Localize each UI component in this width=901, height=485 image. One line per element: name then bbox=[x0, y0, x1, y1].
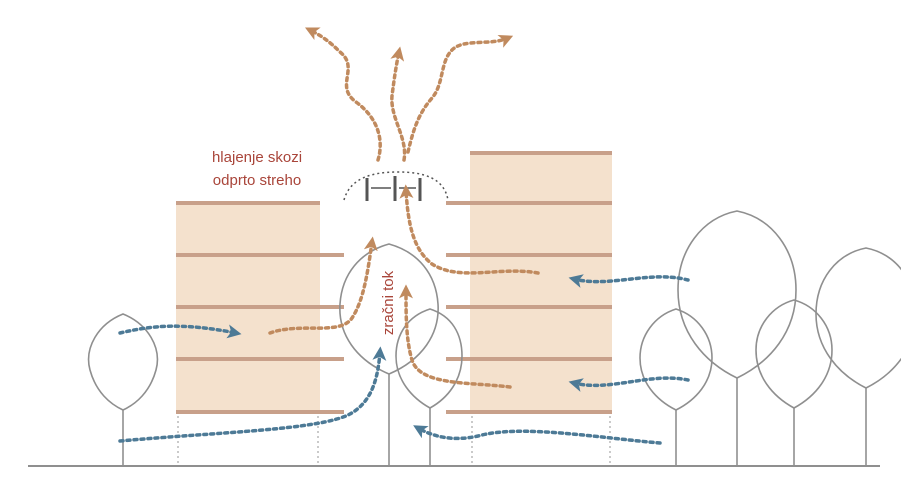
warm-air-arrow bbox=[390, 46, 407, 162]
right-building-slab bbox=[446, 253, 612, 257]
cool-air-arrow bbox=[413, 425, 662, 445]
tree-icon bbox=[755, 299, 833, 466]
cool-air-arrow bbox=[568, 376, 690, 392]
open-roof bbox=[343, 171, 449, 201]
warm-air-arrow bbox=[399, 284, 512, 389]
right-building-slab bbox=[446, 305, 612, 309]
right-building-slab bbox=[446, 201, 612, 205]
roof-outline bbox=[343, 171, 449, 201]
cool-air-arrow bbox=[568, 274, 690, 288]
right-building-slab bbox=[446, 357, 612, 361]
left-building-slab bbox=[176, 201, 320, 205]
tree-icon bbox=[677, 210, 797, 466]
warm-air-arrow bbox=[406, 35, 514, 154]
tree-icon bbox=[339, 243, 439, 466]
tree-icon bbox=[815, 247, 901, 466]
right-building bbox=[446, 151, 612, 466]
warm-air-arrow bbox=[304, 27, 382, 162]
warm-air-arrow bbox=[268, 236, 378, 335]
right-building-slab bbox=[470, 151, 612, 155]
air-flow-label: zračni tok bbox=[380, 270, 397, 335]
left-building-slab bbox=[176, 305, 344, 309]
roof-label-line2: odprto streho bbox=[213, 172, 301, 189]
left-building-slab bbox=[176, 357, 344, 361]
left-building-slab bbox=[176, 253, 344, 257]
right-building-slab bbox=[446, 410, 612, 414]
tree-icon bbox=[395, 308, 463, 466]
cool-air-arrow bbox=[118, 324, 242, 339]
warm-air-arrow bbox=[399, 184, 540, 275]
cool-air-arrow bbox=[118, 346, 387, 443]
tree-icon bbox=[87, 313, 159, 466]
left-building bbox=[176, 201, 344, 466]
roof-label-line1: hlajenje skozi bbox=[212, 149, 302, 166]
tree-icon bbox=[639, 308, 713, 466]
left-building-slab bbox=[176, 410, 344, 414]
